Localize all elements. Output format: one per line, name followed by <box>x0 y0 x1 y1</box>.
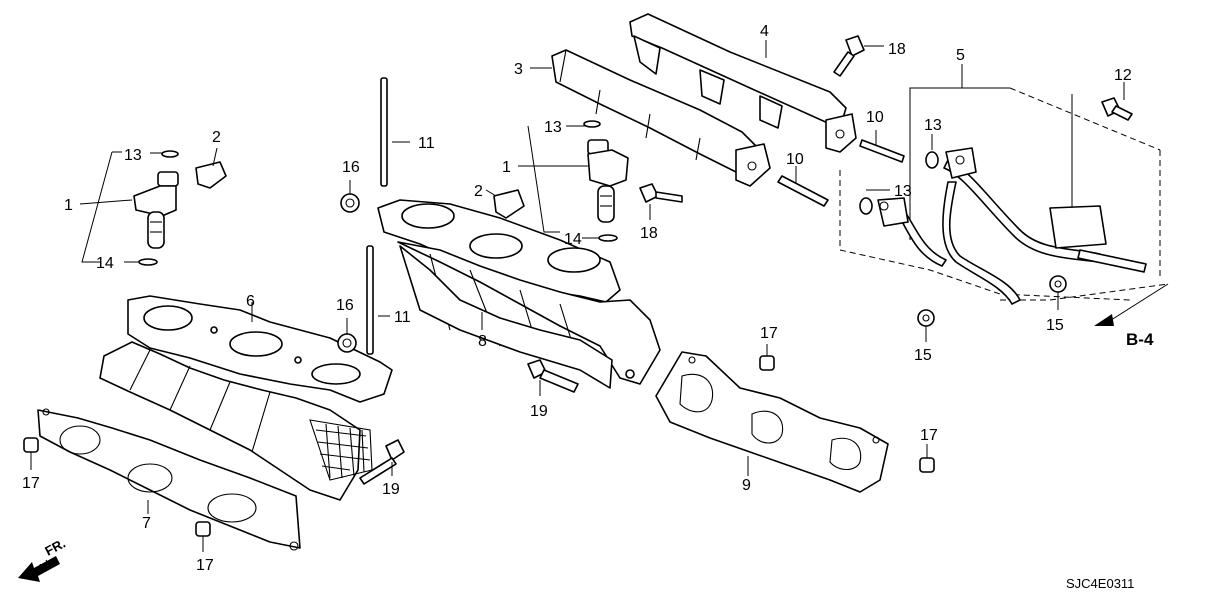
callout-14-center: 14 <box>564 231 582 248</box>
callout-17-right-b: 17 <box>920 427 938 444</box>
o-ring-13-upper-right <box>925 134 939 169</box>
callout-16-upper: 16 <box>342 159 360 176</box>
section-reference-arrow <box>1094 283 1169 326</box>
stud-10-lower <box>777 166 829 207</box>
callout-8: 8 <box>478 333 487 350</box>
callout-13-upper-right: 13 <box>924 117 942 134</box>
stud-11-lower <box>366 245 390 355</box>
callout-10-lower: 10 <box>786 151 804 168</box>
callout-17-left-a: 17 <box>22 475 40 492</box>
callout-11-upper: 11 <box>418 135 435 152</box>
bolt-19-center <box>527 359 579 396</box>
front-direction-label: FR. <box>42 536 68 559</box>
callout-14-left: 14 <box>96 255 114 272</box>
callout-9: 9 <box>742 477 751 494</box>
stud-11-upper <box>380 77 410 187</box>
fuel-rail <box>530 49 771 187</box>
callout-15-right: 15 <box>1046 317 1064 334</box>
callout-19-left: 19 <box>382 481 400 498</box>
nut-17-right-a <box>759 344 775 371</box>
callout-1-left: 1 <box>64 197 73 214</box>
fuel-injector-left <box>133 150 179 266</box>
left-injector-group <box>79 147 227 266</box>
callout-17-right-a: 17 <box>760 325 778 342</box>
gasket-left <box>37 408 301 551</box>
injector-clip-center <box>485 189 525 219</box>
stud-10-upper <box>859 130 905 163</box>
callout-10-upper: 10 <box>866 109 884 126</box>
fuel-rail-cover <box>629 13 857 153</box>
front-direction-arrow <box>18 556 60 582</box>
callout-13-lower-right: 13 <box>894 183 912 200</box>
callout-2-center: 2 <box>474 183 483 200</box>
nut-15-right <box>1049 275 1067 310</box>
intake-manifold-left <box>99 295 393 501</box>
gasket-right <box>655 351 889 493</box>
bolt-12 <box>1101 82 1133 121</box>
o-ring-13-lower-right <box>859 189 890 215</box>
center-injector-group <box>485 120 629 242</box>
bolt-19-left <box>359 439 405 485</box>
nut-17-left-a <box>23 437 39 470</box>
nut-17-right-b <box>919 444 935 473</box>
callout-1-center: 1 <box>502 159 511 176</box>
callout-11-lower: 11 <box>394 309 411 326</box>
diagram-code: SJC4E0311 <box>1066 576 1134 591</box>
nut-16-upper <box>340 180 360 213</box>
intake-manifold-center <box>377 199 661 389</box>
section-reference-label: B-4 <box>1126 330 1154 349</box>
callout-6: 6 <box>246 293 255 310</box>
callout-5: 5 <box>956 47 965 64</box>
callout-7: 7 <box>142 515 151 532</box>
callout-18-top: 18 <box>888 41 906 58</box>
callout-15-left: 15 <box>914 347 932 364</box>
nut-15-left <box>917 309 935 342</box>
nut-16-lower <box>337 318 357 353</box>
callout-13-center: 13 <box>544 119 562 136</box>
callout-4: 4 <box>760 23 769 40</box>
callout-19-center: 19 <box>530 403 548 420</box>
callout-3: 3 <box>514 61 523 78</box>
bolt-18-center <box>639 183 683 220</box>
fuel-pipe-assembly <box>839 64 1169 305</box>
callout-13-left: 13 <box>124 147 142 164</box>
nut-17-left-b <box>195 521 211 552</box>
callout-16-lower: 16 <box>336 297 354 314</box>
bolt-18-top <box>833 35 884 77</box>
injector-clip-left <box>195 147 227 189</box>
callout-2-left: 2 <box>212 129 221 146</box>
callout-12: 12 <box>1114 67 1132 84</box>
callout-18-center: 18 <box>640 225 658 242</box>
fuel-injector-center <box>583 120 629 242</box>
callout-17-left-b: 17 <box>196 557 214 574</box>
